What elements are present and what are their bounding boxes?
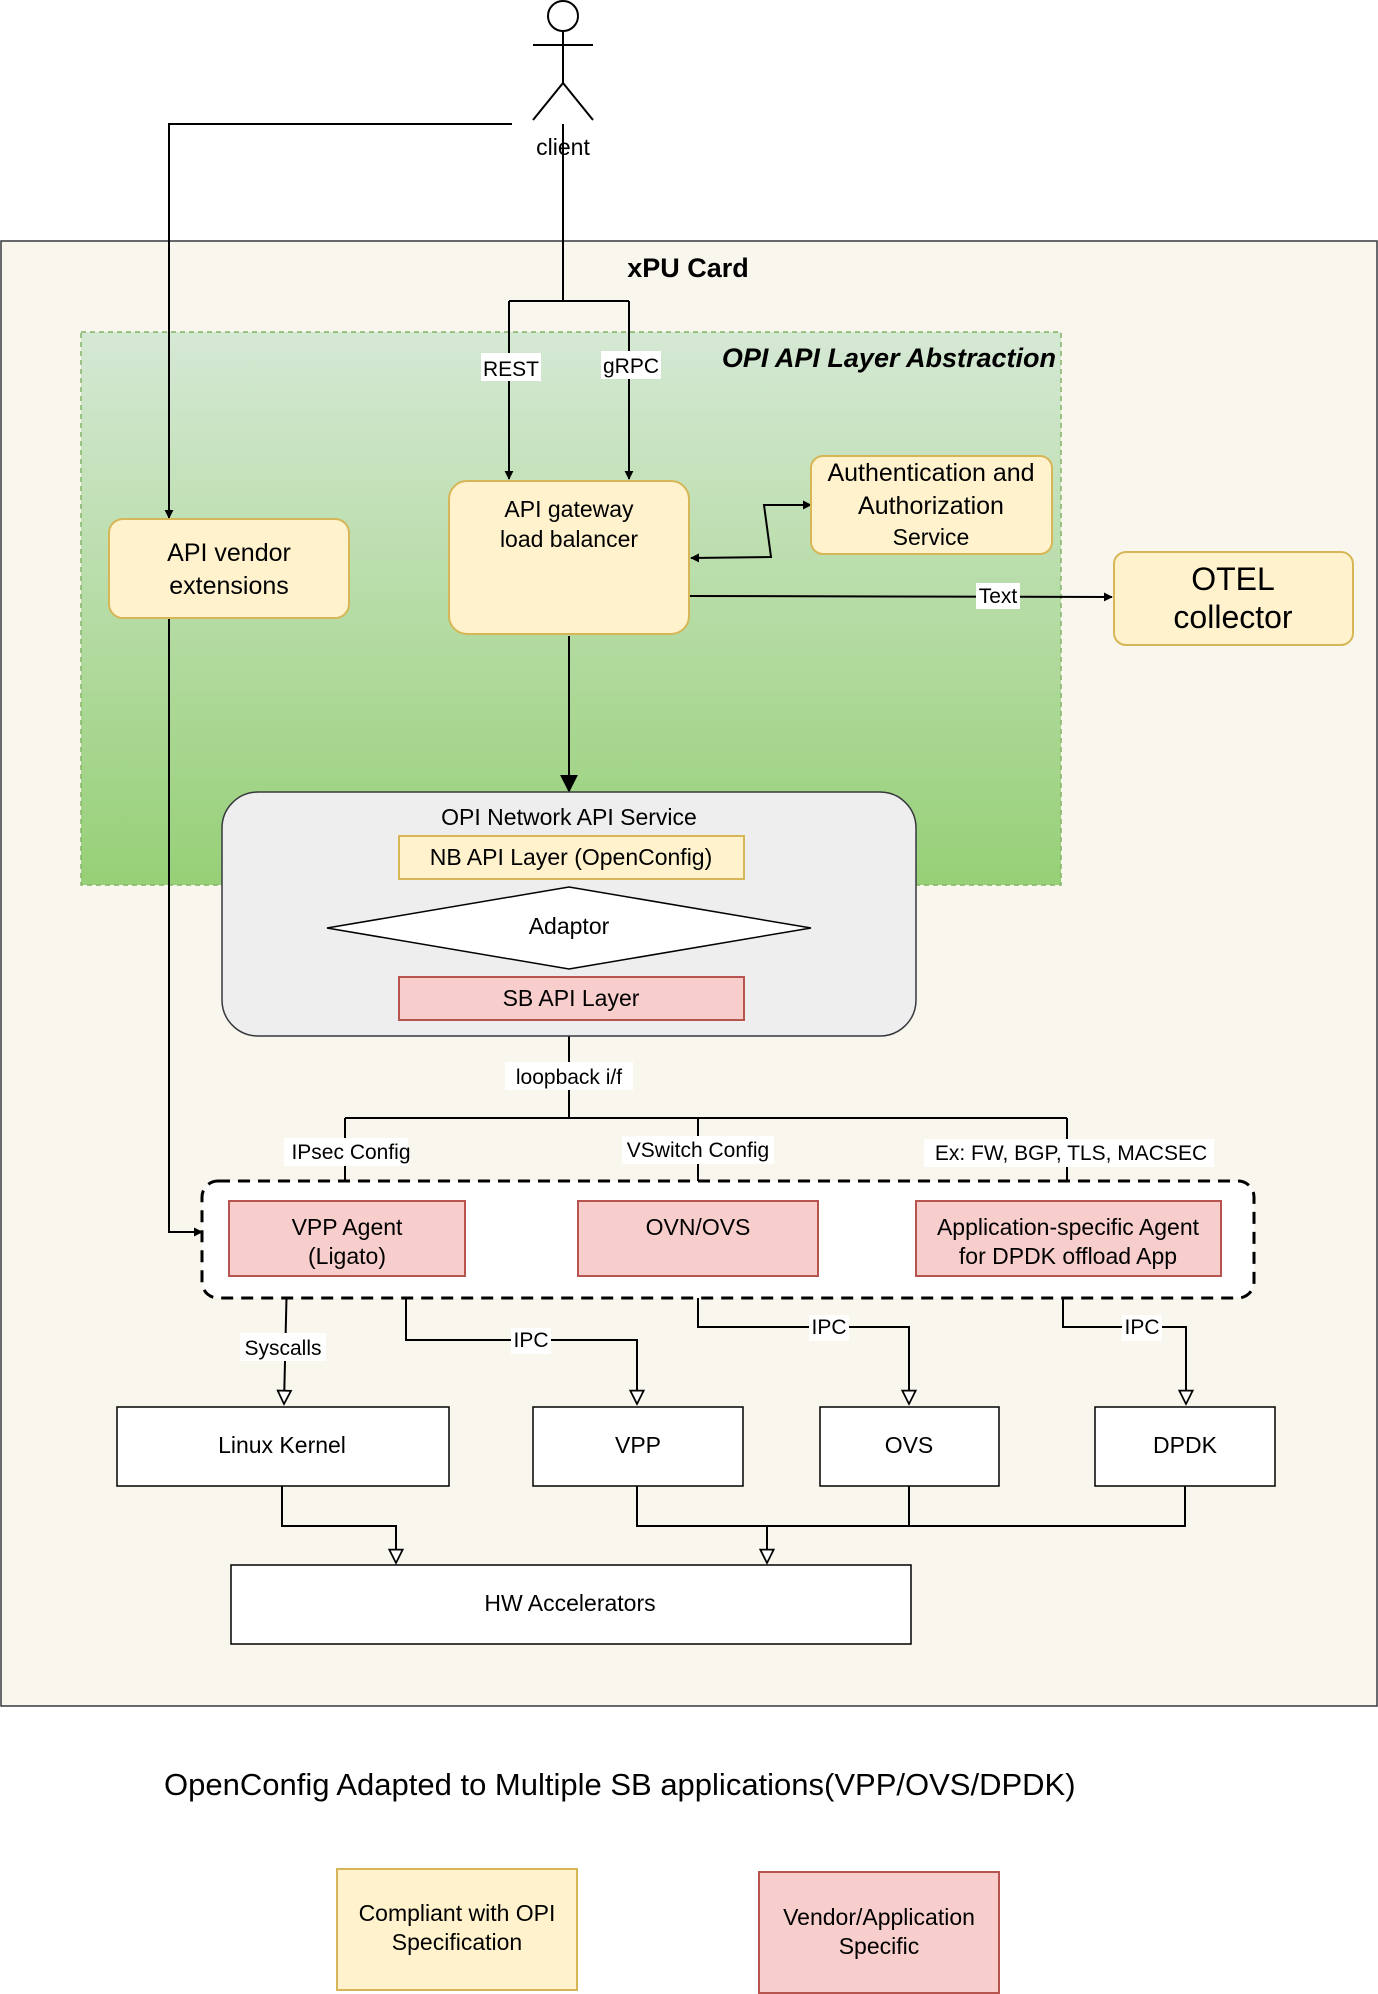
- legend-vendor-line2: Specific: [839, 1933, 920, 1959]
- edge-label-grpc: gRPC: [603, 355, 659, 378]
- legend-compliant-line2: Specification: [392, 1929, 522, 1955]
- legend-compliant: Compliant with OPI Specification: [336, 1868, 578, 1991]
- legend-compliant-line1: Compliant with OPI: [359, 1900, 556, 1926]
- edge-label-rest: REST: [483, 358, 539, 381]
- ovs-node: OVS: [819, 1406, 1000, 1487]
- edge-label-loopback: loopback i/f: [516, 1066, 622, 1089]
- api-gateway-line2: load balancer: [500, 526, 638, 552]
- opi-network-api-service-title: OPI Network API Service: [441, 804, 697, 830]
- hw-accelerators-label: HW Accelerators: [484, 1590, 655, 1616]
- api-vendor-extensions-line2: extensions: [169, 572, 289, 600]
- otel-collector-line1: OTEL: [1191, 561, 1275, 597]
- auth-service-line2: Authorization: [858, 492, 1004, 520]
- edge-label-text: Text: [979, 585, 1018, 608]
- ovs-label: OVS: [885, 1432, 934, 1458]
- nb-api-layer-label: NB API Layer (OpenConfig): [430, 844, 713, 870]
- otel-collector-line2: collector: [1173, 599, 1293, 635]
- otel-collector-node: OTEL collector: [1113, 551, 1354, 646]
- opi-network-api-service-node: OPI Network API Service NB API Layer (Op…: [221, 791, 917, 1037]
- vpp-agent-node: VPP Agent (Ligato): [228, 1200, 466, 1277]
- ovn-ovs-label: OVN/OVS: [646, 1214, 751, 1240]
- opi-api-layer-title: OPI API Layer Abstraction: [722, 343, 1056, 373]
- edge-client-vendor: [164, 123, 512, 519]
- edge-gateway-auth: [690, 500, 812, 563]
- vpp-agent-line1: VPP Agent: [292, 1214, 403, 1240]
- edge-label-ipc-ovs: IPC: [811, 1316, 846, 1339]
- linux-kernel-node: Linux Kernel: [116, 1406, 450, 1487]
- vpp-agent-line2: (Ligato): [308, 1243, 386, 1269]
- legend-vendor: Vendor/Application Specific: [758, 1871, 1000, 1994]
- adaptor-node: [326, 886, 812, 970]
- app-specific-agent-node: Application-specific Agent for DPDK offl…: [915, 1200, 1222, 1277]
- edge-gateway-otel: [688, 592, 1113, 602]
- edge-label-ex: Ex: FW, BGP, TLS, MACSEC: [935, 1142, 1207, 1165]
- edge-labels: REST gRPC Text loopback i/f IPsec Config…: [240, 351, 1214, 1361]
- ovn-ovs-node: OVN/OVS: [577, 1200, 819, 1277]
- vpp-node: VPP: [532, 1406, 744, 1487]
- api-gateway-node: API gateway load balancer: [448, 480, 690, 635]
- edge-client-trunk: [509, 124, 629, 302]
- edges: [164, 123, 1186, 1563]
- edge-vendor-agents: [168, 618, 203, 1237]
- edge-label-ipc-vpp: IPC: [513, 1329, 548, 1352]
- edge-label-ipsec: IPsec Config: [291, 1141, 410, 1164]
- auth-service-line3: Service: [893, 524, 970, 550]
- app-specific-agent-line2: for DPDK offload App: [959, 1243, 1177, 1269]
- hw-accelerators-node: HW Accelerators: [230, 1564, 912, 1645]
- sb-api-layer-node: [398, 976, 745, 1021]
- edge-label-ipc-dpdk: IPC: [1124, 1316, 1159, 1339]
- adaptor-label: Adaptor: [529, 913, 610, 939]
- edge-ipc-ovs: [697, 1276, 909, 1404]
- dpdk-label: DPDK: [1153, 1432, 1218, 1458]
- edge-apps-hw: [636, 1486, 1186, 1563]
- linux-kernel-label: Linux Kernel: [218, 1432, 346, 1458]
- client-actor: [532, 0, 594, 121]
- auth-service-line1: Authentication and: [827, 459, 1034, 487]
- diagram-caption: OpenConfig Adapted to Multiple SB applic…: [164, 1767, 1076, 1802]
- auth-service-node: Authentication and Authorization Service: [810, 455, 1053, 555]
- xpu-card-title: xPU Card: [627, 253, 749, 283]
- api-vendor-extensions-node: API vendor extensions: [108, 518, 350, 619]
- nb-api-layer-node: [398, 835, 745, 880]
- legend-vendor-line1: Vendor/Application: [783, 1904, 975, 1930]
- edge-label-syscalls: Syscalls: [244, 1337, 321, 1360]
- edge-kernel-hw: [281, 1486, 396, 1563]
- app-specific-agent-line1: Application-specific Agent: [937, 1214, 1200, 1240]
- api-vendor-extensions-line1: API vendor: [167, 539, 291, 567]
- api-gateway-line1: API gateway: [504, 496, 634, 522]
- sb-api-layer-label: SB API Layer: [503, 985, 640, 1011]
- edge-label-vswitch: VSwitch Config: [627, 1139, 769, 1162]
- dpdk-node: DPDK: [1094, 1406, 1276, 1487]
- vpp-label: VPP: [615, 1432, 661, 1458]
